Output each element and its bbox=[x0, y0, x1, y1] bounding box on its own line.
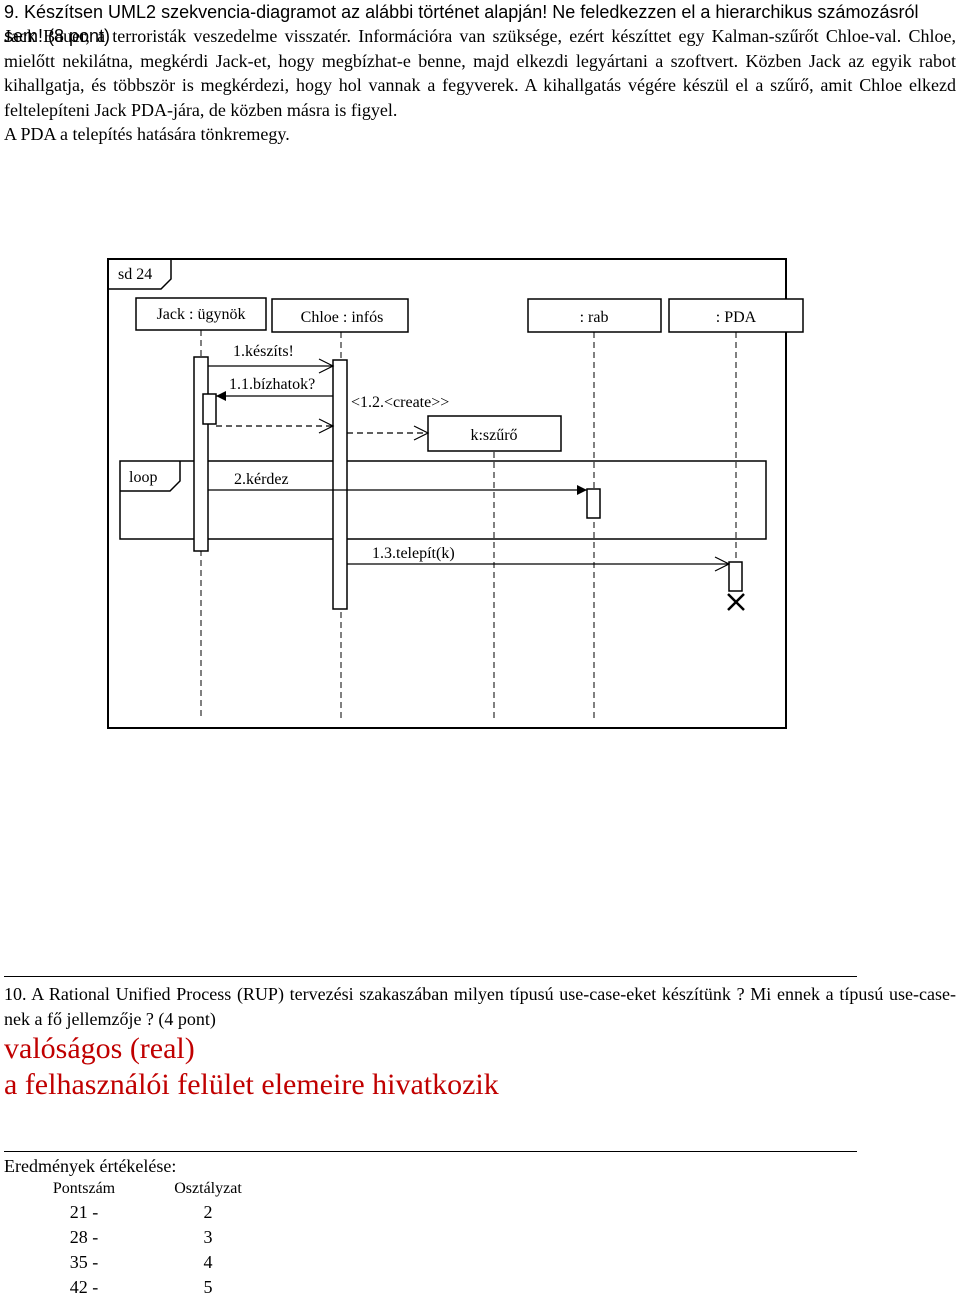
diagram-frame bbox=[107, 258, 787, 729]
frame-label: sd 24 bbox=[118, 266, 152, 283]
points-cell: 28 - bbox=[69, 1227, 99, 1247]
grade-cell: 4 bbox=[203, 1252, 213, 1272]
message-1-3-label: 1.3.telepít(k) bbox=[372, 545, 455, 562]
column-header-points: Pontszám bbox=[52, 1180, 116, 1197]
question-10-text: 10. A Rational Unified Process (RUP) ter… bbox=[4, 984, 956, 1029]
story-paragraph: Jack Bauer, a terroristák veszedelme vis… bbox=[4, 26, 956, 120]
message-1-1-return bbox=[216, 418, 335, 434]
message-1-label: 1.készíts! bbox=[233, 343, 294, 360]
activation-pda bbox=[728, 561, 743, 592]
grade-table: Pontszám Osztályzat 21 - 2 28 - 3 35 - 4… bbox=[40, 1178, 288, 1300]
activation-rab bbox=[586, 488, 601, 519]
grade-cell: 2 bbox=[203, 1202, 213, 1222]
points-cell: 21 - bbox=[69, 1202, 99, 1222]
created-object-szuro bbox=[427, 415, 562, 452]
loop-fragment bbox=[119, 460, 767, 540]
loop-label: loop bbox=[129, 469, 157, 486]
answer-line-2: a felhasználói felület elemeire hivatkoz… bbox=[4, 1068, 499, 1101]
question-9-header: 9. Készítsen UML2 szekvencia-diagramot a… bbox=[4, 2, 919, 46]
created-object-label: k:szűrő bbox=[470, 427, 517, 444]
message-1-2-label: <1.2.<create>> bbox=[351, 394, 449, 411]
table-row: 42 - 5 bbox=[40, 1275, 288, 1300]
answer-line-1: valóságos (real) bbox=[4, 1032, 195, 1065]
frame-label-pentagon bbox=[108, 259, 172, 290]
activation-jack-nested bbox=[202, 393, 217, 425]
activation-jack bbox=[193, 356, 209, 552]
question-9-story: Jack Bauer, a terroristák veszedelme vis… bbox=[4, 24, 956, 147]
lifeline-label-chloe: Chloe : infós bbox=[301, 309, 384, 326]
grade-table-header: Pontszám Osztályzat bbox=[40, 1178, 288, 1200]
separator-line bbox=[4, 1151, 857, 1152]
lifeline-head-chloe bbox=[271, 298, 409, 333]
lifeline-label-jack: Jack : ügynök bbox=[157, 306, 246, 323]
activation-chloe bbox=[332, 359, 348, 610]
table-row: 28 - 3 bbox=[40, 1225, 288, 1250]
grade-cell: 5 bbox=[203, 1277, 213, 1297]
loop-label-pentagon bbox=[120, 461, 181, 492]
lifeline-head-rab bbox=[527, 298, 662, 333]
grade-cell: 3 bbox=[203, 1227, 213, 1247]
message-1 bbox=[208, 358, 335, 374]
table-row: 35 - 4 bbox=[40, 1250, 288, 1275]
separator-line bbox=[4, 976, 857, 977]
evaluation-title: Eredmények értékelése: bbox=[4, 1156, 177, 1176]
message-1-1-label: 1.1.bízhatok? bbox=[229, 376, 315, 393]
message-1-2-create bbox=[347, 425, 430, 441]
table-row: 21 - 2 bbox=[40, 1200, 288, 1225]
points-cell: 42 - bbox=[69, 1277, 99, 1297]
lifeline-label-pda: : PDA bbox=[716, 309, 757, 326]
column-header-grade: Osztályzat bbox=[174, 1180, 242, 1197]
lifeline-head-jack bbox=[135, 297, 267, 331]
message-1-3 bbox=[347, 556, 731, 572]
story-last-line: A PDA a telepítés hatására tönkremegy. bbox=[4, 124, 290, 144]
destruction-x-icon bbox=[727, 593, 745, 611]
points-cell: 35 - bbox=[69, 1252, 99, 1272]
lifeline-label-rab: : rab bbox=[580, 309, 609, 326]
message-2-label: 2.kérdez bbox=[234, 471, 289, 488]
